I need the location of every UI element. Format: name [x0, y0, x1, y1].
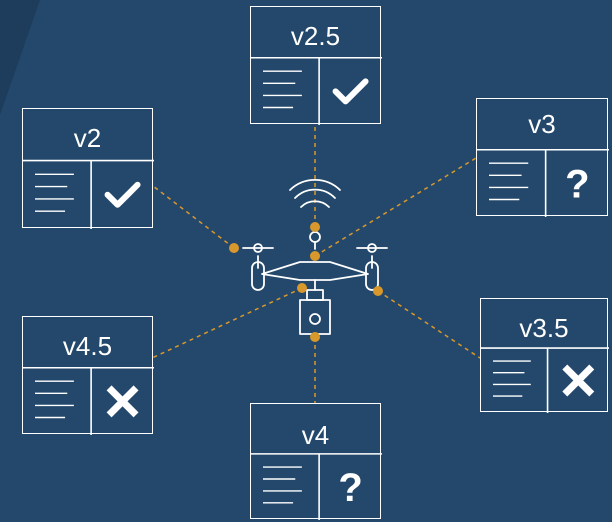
- card-body: [251, 56, 382, 125]
- text-lines-icon: [35, 380, 74, 419]
- version-label: v3.5: [519, 313, 569, 343]
- question-icon: ?: [565, 162, 589, 206]
- drone-icon: [242, 179, 388, 335]
- version-card-v4: v4 ?: [250, 403, 382, 520]
- text-lines-icon: [35, 173, 74, 212]
- card-body: [481, 347, 609, 413]
- text-lines-icon: [263, 466, 302, 504]
- connector-dot: [297, 283, 307, 293]
- connector-dot: [310, 251, 320, 261]
- connector-dot: [229, 243, 239, 253]
- card-body: ?: [251, 453, 382, 520]
- text-lines-icon: [493, 360, 531, 397]
- version-label: v3: [528, 109, 556, 139]
- connector-dots: [229, 222, 383, 342]
- card-body: [23, 366, 154, 435]
- connector-v3: [314, 157, 477, 257]
- version-label: v2.5: [290, 21, 341, 51]
- version-card-v3: v3 ?: [476, 98, 609, 217]
- version-card-v3-5: v3.5: [480, 298, 609, 413]
- background-shade: [0, 0, 40, 115]
- wifi-signal-icon: [289, 179, 341, 208]
- version-card-v4-5: v4.5: [22, 316, 154, 435]
- connector-dot: [310, 222, 320, 232]
- version-label: v4.5: [62, 331, 113, 361]
- version-card-v2-5: v2.5: [250, 6, 382, 125]
- check-icon: [332, 78, 369, 105]
- cross-icon: [106, 385, 139, 418]
- question-icon: ?: [338, 466, 362, 510]
- connector-dot: [310, 332, 320, 342]
- cross-icon: [562, 364, 595, 397]
- card-body: ?: [477, 148, 609, 217]
- text-lines-icon: [489, 162, 529, 201]
- version-label: v2: [73, 123, 102, 153]
- connector-v2: [152, 185, 235, 249]
- check-icon: [104, 181, 141, 208]
- connector-v3-5: [377, 290, 481, 359]
- card-body: [23, 159, 154, 229]
- connector-v4-5: [151, 287, 303, 359]
- text-lines-icon: [263, 70, 302, 109]
- version-label: v4: [301, 420, 330, 450]
- connector-dot: [373, 286, 383, 296]
- connector-lines: [151, 124, 481, 403]
- version-card-v2: v2: [22, 108, 154, 229]
